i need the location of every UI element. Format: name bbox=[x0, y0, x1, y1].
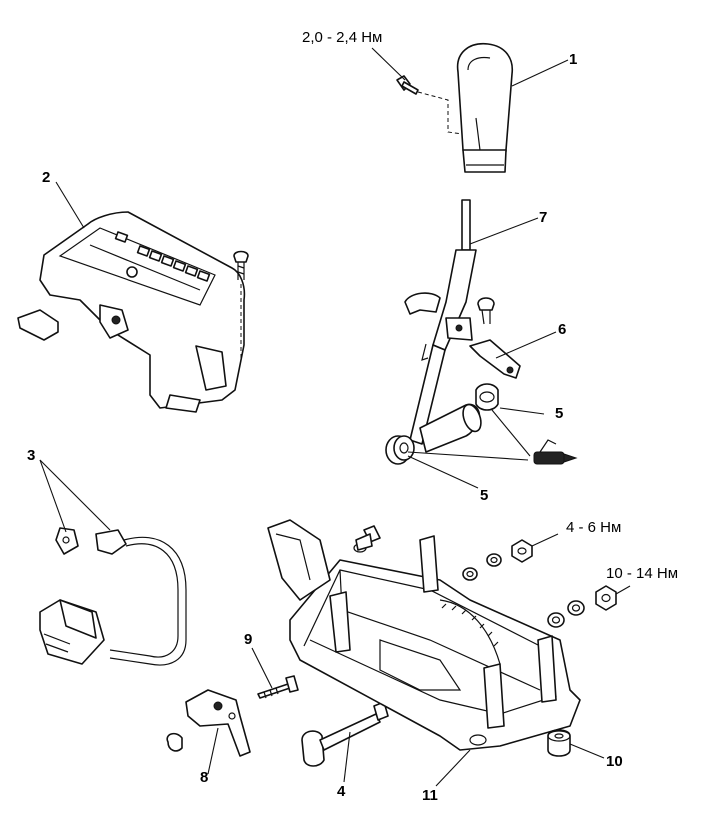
base-bolt bbox=[355, 525, 381, 551]
leader-grease-2 bbox=[407, 451, 529, 461]
indicator-cover bbox=[17, 211, 246, 413]
callout-1: 1 bbox=[569, 51, 577, 68]
base-bracket bbox=[267, 519, 581, 751]
leader-4 bbox=[343, 731, 351, 783]
callout-8: 8 bbox=[200, 769, 208, 786]
callout-5-lower: 5 bbox=[480, 487, 488, 504]
small-washer-2 bbox=[486, 553, 502, 567]
bushing-upper bbox=[475, 383, 499, 411]
pin-4 bbox=[301, 701, 389, 767]
leader-5b bbox=[407, 455, 479, 489]
cover-screw bbox=[233, 250, 249, 280]
leader-9 bbox=[251, 647, 273, 689]
knob-screw bbox=[396, 75, 419, 95]
leader-6 bbox=[495, 331, 557, 359]
leader-grease-1 bbox=[491, 409, 531, 457]
leader-5a bbox=[499, 407, 545, 415]
callout-9: 9 bbox=[244, 631, 252, 648]
leader-10 bbox=[569, 743, 605, 759]
leader-11 bbox=[435, 749, 471, 787]
leader-2 bbox=[55, 181, 85, 229]
leader-1 bbox=[511, 59, 569, 87]
torque-large-nuts: 10 - 14 Нм bbox=[606, 565, 678, 582]
callout-7: 7 bbox=[539, 209, 547, 226]
knob-screw-path bbox=[417, 91, 463, 135]
leader-torque-small bbox=[531, 533, 559, 547]
spacer-10 bbox=[547, 729, 571, 757]
bolt-9 bbox=[257, 675, 299, 699]
small-washer-1 bbox=[462, 567, 478, 581]
leader-torque-knob bbox=[371, 47, 406, 81]
torque-small-nuts: 4 - 6 Нм bbox=[566, 519, 621, 536]
leader-3a bbox=[39, 459, 67, 533]
shift-knob bbox=[456, 43, 514, 173]
small-nut bbox=[511, 539, 533, 563]
leader-3b bbox=[39, 459, 111, 531]
callout-4: 4 bbox=[337, 783, 346, 800]
torque-knob-screw: 2,0 - 2,4 Нм bbox=[302, 29, 382, 46]
bracket-8 bbox=[185, 689, 251, 757]
shift-lever bbox=[404, 199, 482, 453]
large-washer-1 bbox=[547, 612, 565, 628]
large-washer-2 bbox=[567, 600, 585, 616]
callout-6: 6 bbox=[558, 321, 566, 338]
callout-11: 11 bbox=[422, 787, 438, 804]
leader-7 bbox=[469, 217, 539, 245]
leader-torque-large bbox=[615, 585, 631, 595]
leader-8 bbox=[207, 727, 219, 775]
clip bbox=[166, 732, 183, 752]
grease-gun-icon bbox=[533, 439, 578, 465]
wiring-harness bbox=[39, 527, 187, 666]
bushing-lower bbox=[385, 435, 415, 465]
large-nut bbox=[595, 585, 617, 611]
detent-spring bbox=[469, 339, 521, 379]
callout-5-upper: 5 bbox=[555, 405, 563, 422]
callout-3: 3 bbox=[27, 447, 35, 464]
lever-bolt bbox=[477, 297, 495, 325]
callout-10: 10 bbox=[606, 753, 623, 770]
callout-2: 2 bbox=[42, 169, 50, 186]
